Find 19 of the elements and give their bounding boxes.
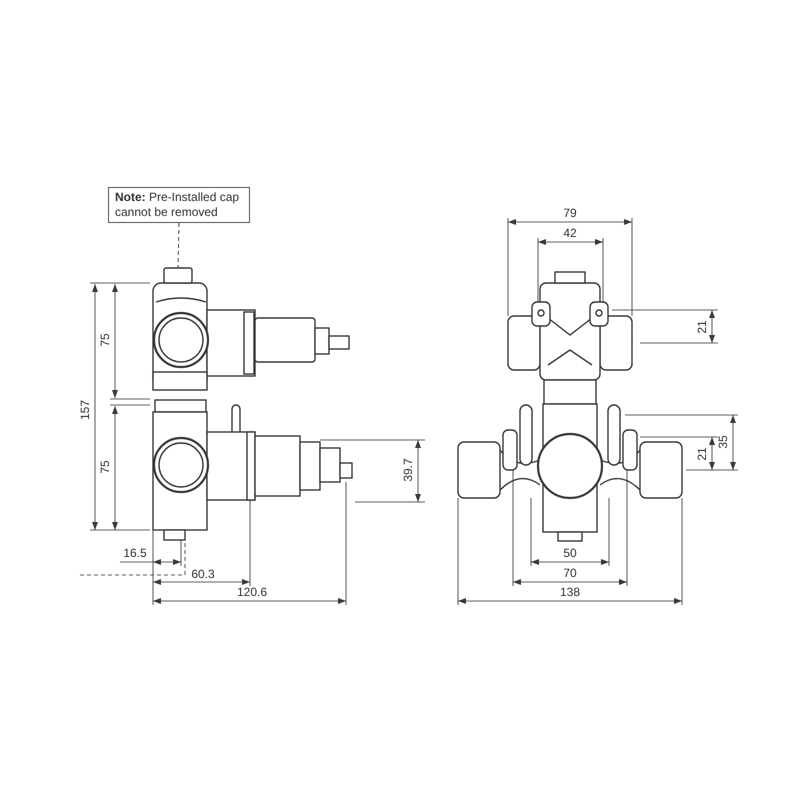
note-text: Note: Pre-Installed cap cannot be removed bbox=[115, 190, 240, 220]
dimension-value: 50 bbox=[563, 546, 577, 560]
dimension-value: 75 bbox=[98, 333, 112, 347]
dimension-value: 21 bbox=[695, 320, 709, 334]
leader-line bbox=[178, 222, 180, 268]
dimension-value: 79 bbox=[563, 206, 577, 220]
dimension-value: 16.5 bbox=[123, 546, 147, 560]
dimension-value: 21 bbox=[695, 447, 709, 461]
valve-cap bbox=[163, 267, 193, 284]
dimension-value: 120.6 bbox=[236, 585, 268, 599]
note-box bbox=[108, 187, 250, 223]
dimension-value: 39.7 bbox=[401, 458, 415, 482]
dimension-value: 70 bbox=[563, 566, 577, 580]
dimension-value: 42 bbox=[563, 226, 577, 240]
dimension-value: 75 bbox=[98, 460, 112, 474]
dimension-value: 157 bbox=[78, 400, 92, 420]
dimension-value: 60.3 bbox=[191, 567, 215, 581]
dimension-value: 138 bbox=[560, 585, 580, 599]
dimension-value: 35 bbox=[716, 435, 730, 449]
